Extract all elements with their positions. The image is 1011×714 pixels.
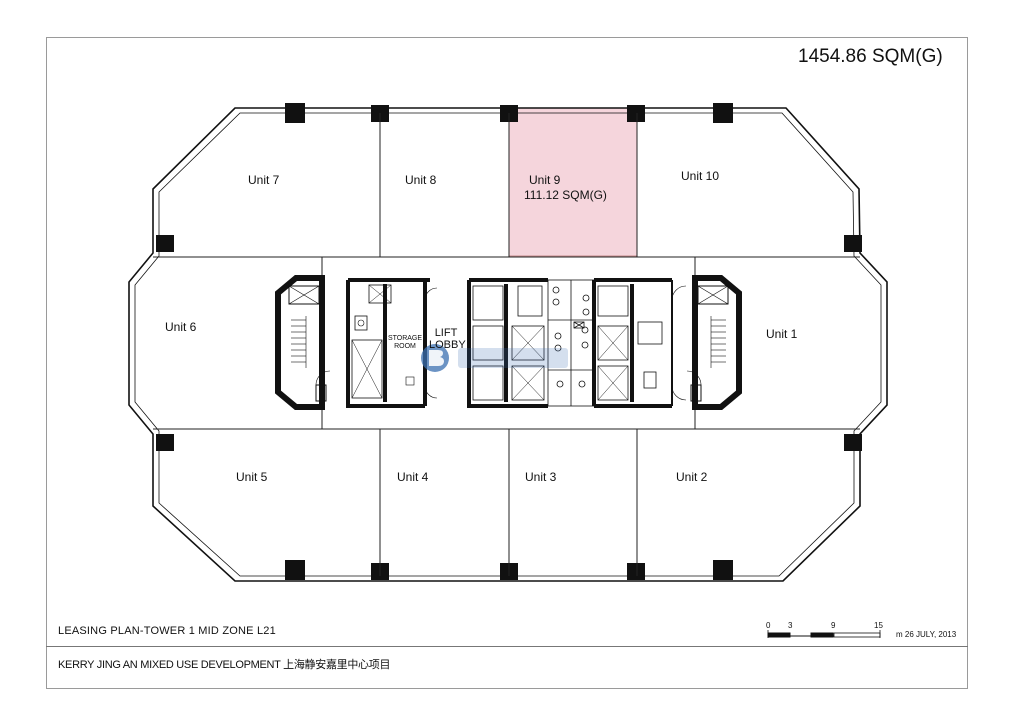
scale-tick-3: 3 xyxy=(788,621,793,630)
title-divider xyxy=(46,646,968,647)
watermark-logo xyxy=(421,344,568,372)
unit-10-label[interactable]: Unit 10 xyxy=(681,169,720,183)
outer-wall xyxy=(128,107,888,582)
unit-1-label[interactable]: Unit 1 xyxy=(766,327,798,341)
unit-8-label[interactable]: Unit 8 xyxy=(405,173,437,187)
scale-bar xyxy=(767,630,881,638)
left-stair-core xyxy=(275,275,331,410)
storage-core xyxy=(346,278,438,408)
storage-room-line2: ROOM xyxy=(394,343,416,350)
storage-room-line1: STORAGE xyxy=(387,335,423,342)
unit-2-label[interactable]: Unit 2 xyxy=(676,470,708,484)
project-title: KERRY JING AN MIXED USE DEVELOPMENT 上海静安… xyxy=(58,659,391,671)
storage-room-label: STORAGE ROOM xyxy=(386,335,424,351)
drawing-frame xyxy=(46,37,968,689)
unit-4-label[interactable]: Unit 4 xyxy=(397,470,429,484)
scale-tick-9: 9 xyxy=(831,621,836,630)
unit-6-label[interactable]: Unit 6 xyxy=(165,320,197,334)
unit-7-label[interactable]: Unit 7 xyxy=(248,173,280,187)
lift-lobby-label: LIFT LOBBY xyxy=(429,327,466,351)
scale-tick-0: 0 xyxy=(766,621,771,630)
right-lift-core xyxy=(592,278,687,408)
lift-lobby-line1: LIFT xyxy=(434,327,458,339)
lift-lobby-line2: LOBBY xyxy=(429,339,466,351)
right-stair-core xyxy=(686,275,742,410)
unit-3-label[interactable]: Unit 3 xyxy=(525,470,557,484)
unit-9-label[interactable]: Unit 9 xyxy=(529,173,561,187)
plan-total-area: 1454.86 SQM(G) xyxy=(798,46,943,67)
plan-date: m 26 JULY, 2013 xyxy=(896,630,957,639)
plan-title: LEASING PLAN-TOWER 1 MID ZONE L21 xyxy=(58,625,276,637)
scale-tick-15: 15 xyxy=(874,621,883,630)
unit-5-label[interactable]: Unit 5 xyxy=(236,470,268,484)
unit-9-area: 111.12 SQM(G) xyxy=(524,188,607,202)
lift-core xyxy=(467,278,548,408)
